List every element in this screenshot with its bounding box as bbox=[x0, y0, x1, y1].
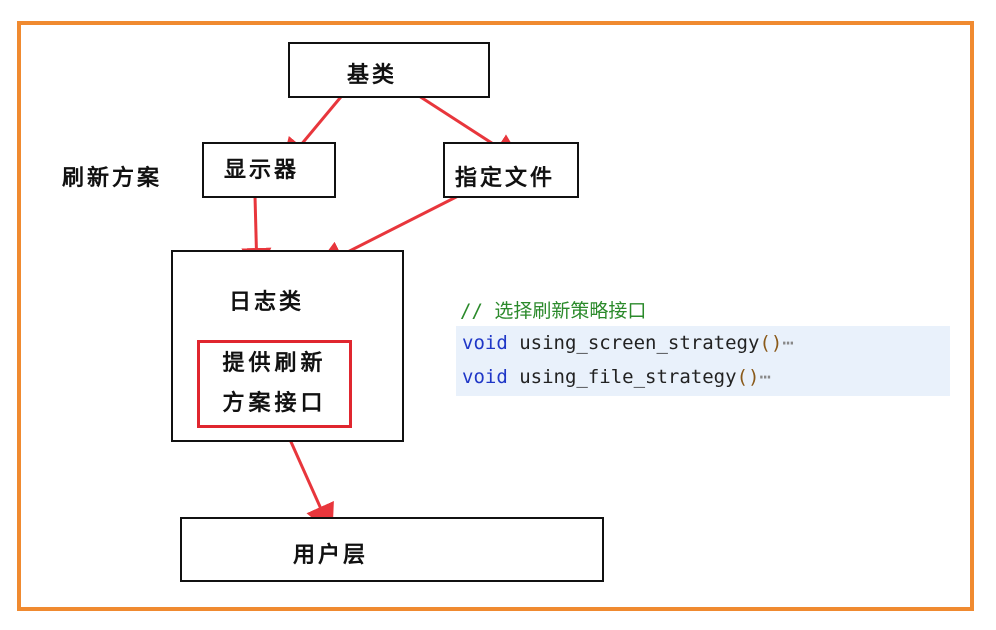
code-comment: // 选择刷新策略接口 bbox=[460, 300, 647, 322]
base-class-label: 基类 bbox=[347, 62, 398, 88]
base-class-box: 基类 bbox=[288, 42, 490, 98]
display-label: 显示器 bbox=[224, 157, 300, 183]
interface-label-line2: 方案接口 bbox=[222, 390, 327, 416]
user-layer-label: 用户层 bbox=[293, 542, 369, 568]
fold-ellipsis: ⋯ bbox=[782, 332, 794, 354]
function-name: using_file_strategy bbox=[519, 366, 737, 388]
code-keyword: void bbox=[462, 332, 508, 354]
file-box: 指定文件 bbox=[443, 142, 579, 198]
display-box: 显示器 bbox=[202, 142, 336, 198]
code-line-file: void using_file_strategy()⋯ bbox=[462, 366, 771, 388]
code-line-screen: void using_screen_strategy()⋯ bbox=[462, 332, 794, 354]
fold-ellipsis: ⋯ bbox=[759, 366, 771, 388]
interface-box: 提供刷新 方案接口 bbox=[197, 340, 352, 428]
file-label: 指定文件 bbox=[455, 165, 556, 191]
function-name: using_screen_strategy bbox=[519, 332, 760, 354]
user-layer-box: 用户层 bbox=[180, 517, 604, 582]
refresh-scheme-label: 刷新方案 bbox=[62, 165, 163, 191]
interface-label-line1: 提供刷新 bbox=[222, 350, 327, 376]
log-class-label: 日志类 bbox=[229, 289, 305, 315]
code-parens: () bbox=[759, 332, 783, 354]
code-keyword: void bbox=[462, 366, 508, 388]
code-parens: () bbox=[736, 366, 760, 388]
code-block: void using_screen_strategy()⋯ void using… bbox=[456, 326, 950, 396]
log-class-box: 日志类 提供刷新 方案接口 bbox=[171, 250, 404, 442]
